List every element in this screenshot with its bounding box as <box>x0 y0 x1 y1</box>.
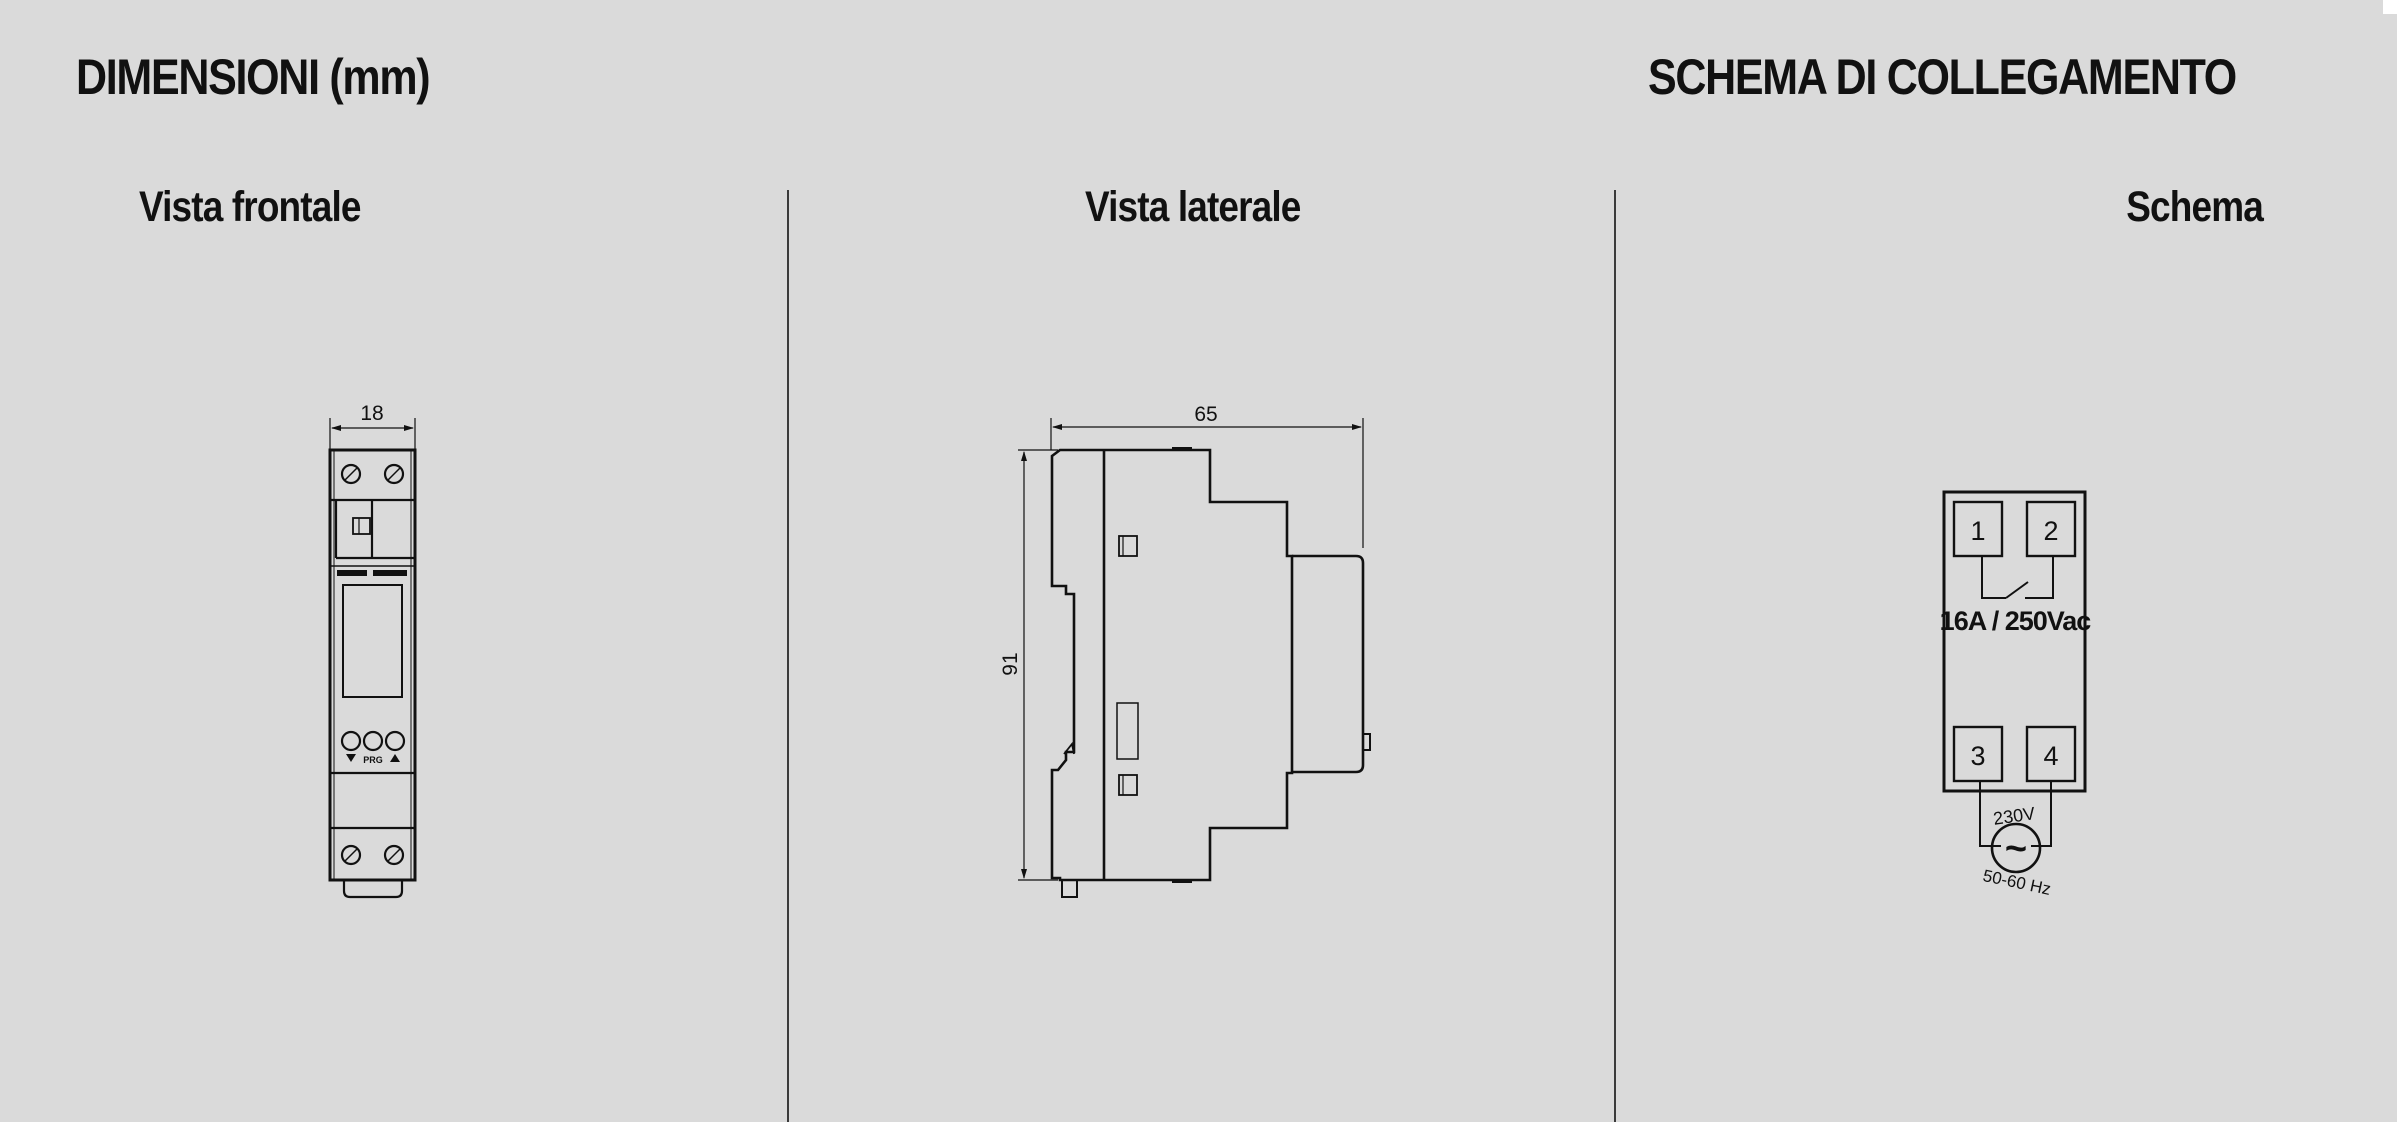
front-view-title: Vista frontale <box>139 183 361 231</box>
side-view-drawing <box>1018 418 1371 898</box>
wiring-title: SCHEMA DI COLLEGAMENTO <box>1648 49 2237 105</box>
terminal-4-label: 4 <box>2043 741 2058 771</box>
side-height-dimension: 91 <box>999 652 1022 675</box>
column-divider-left <box>787 190 789 1122</box>
terminal-1-label: 1 <box>1970 516 1985 546</box>
terminal-2-box <box>2025 500 2077 558</box>
schema-title: Schema <box>2126 183 2264 231</box>
prg-button-label: PRG <box>363 755 383 765</box>
front-width-dimension: 18 <box>360 402 383 425</box>
front-view-drawing: PRG <box>328 418 417 899</box>
side-view-title: Vista laterale <box>1085 183 1301 231</box>
column-divider-right <box>1614 190 1616 1122</box>
terminal-3-label: 3 <box>1970 741 1985 771</box>
terminal-3-box <box>1952 725 2004 783</box>
terminal-2-label: 2 <box>2043 516 2058 546</box>
ac-symbol: ~ <box>2005 828 2027 870</box>
wiring-schema <box>1942 490 2087 874</box>
terminal-1-box <box>1952 500 2004 558</box>
dimensions-title: DIMENSIONI (mm) <box>76 49 431 105</box>
down-arrow-icon <box>346 754 356 762</box>
ac-source-icon <box>1990 822 2042 874</box>
relay-rating: 16A / 250Vac <box>1940 606 2092 636</box>
corner-marker <box>2383 0 2397 14</box>
supply-voltage: 230V <box>1992 803 2036 829</box>
side-depth-dimension: 65 <box>1194 403 1217 426</box>
up-arrow-icon <box>390 754 400 762</box>
